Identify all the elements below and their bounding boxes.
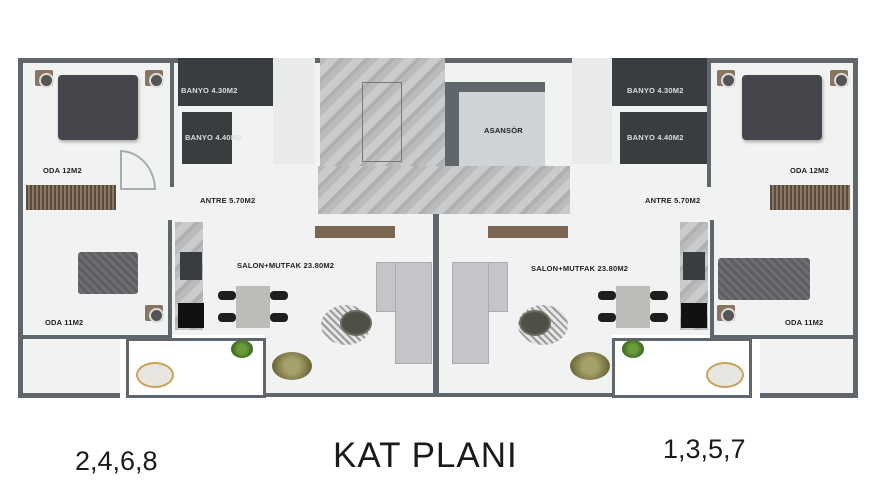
double-bed: [742, 75, 822, 140]
coffee-table: [519, 310, 551, 336]
page-title: KAT PLANI: [333, 436, 518, 475]
nightstand: [830, 70, 849, 88]
bathroom-2: [182, 112, 232, 164]
room-label-living-kitchen: SALON+MUTFAK 23.80M2: [237, 261, 335, 270]
plant-icon: [231, 340, 253, 358]
coffee-table: [340, 310, 372, 336]
dining-table: [616, 286, 650, 328]
single-bed: [78, 252, 138, 294]
left-unit-numbers: 2,4,6,8: [75, 446, 158, 476]
right-unit-numbers: 1,3,5,7: [663, 434, 746, 464]
cooktop-icon: [178, 303, 204, 328]
room-label-bedroom-large: ODA 12M2: [43, 166, 82, 175]
nightstand: [35, 70, 54, 88]
armchair: [272, 352, 312, 380]
sink-icon: [180, 252, 202, 280]
nightstand: [717, 70, 736, 88]
elevator[interactable]: [459, 92, 545, 166]
armchair: [570, 352, 610, 380]
bathroom-1: [178, 58, 273, 106]
room-label-elevator: ASANSÖR: [484, 126, 523, 135]
bathroom-1: [612, 58, 707, 106]
corridor: [318, 166, 570, 214]
room-label-bathroom-1: BANYO 4.30M2: [627, 86, 684, 95]
party-wall: [433, 214, 439, 396]
room-label-bathroom-2: BANYO 4.40M2: [627, 133, 684, 142]
nightstand: [145, 70, 164, 88]
staircase[interactable]: [320, 58, 445, 166]
wardrobe: [26, 185, 116, 210]
room-label-living-kitchen: SALON+MUTFAK 23.80M2: [531, 264, 629, 273]
cooktop-icon: [681, 303, 707, 328]
balcony-table: [706, 362, 744, 388]
double-bed: [58, 75, 138, 140]
room-label-bathroom-2: BANYO 4.40M2: [185, 133, 242, 142]
balcony-table: [136, 362, 174, 388]
tv-unit: [488, 226, 568, 238]
room-label-bedroom-small: ODA 11M2: [785, 318, 824, 327]
nightstand: [717, 305, 736, 323]
dining-table: [236, 286, 270, 328]
wardrobe: [770, 185, 850, 210]
room-label-hall: ANTRE 5.70M2: [200, 196, 256, 205]
single-bed: [718, 258, 810, 300]
room-label-hall: ANTRE 5.70M2: [645, 196, 701, 205]
room-label-bedroom-small: ODA 11M2: [45, 318, 84, 327]
room-label-bathroom-1: BANYO 4.30M2: [181, 86, 238, 95]
bathroom-2: [620, 112, 710, 164]
room-label-bedroom-large: ODA 12M2: [790, 166, 829, 175]
tv-unit: [315, 226, 395, 238]
plant-icon: [622, 340, 644, 358]
nightstand: [145, 305, 164, 323]
floor-plan: BANYO 4.30M2 BANYO 4.40M2 ODA 12M2 ANTRE…: [18, 58, 858, 400]
sink-icon: [683, 252, 705, 280]
